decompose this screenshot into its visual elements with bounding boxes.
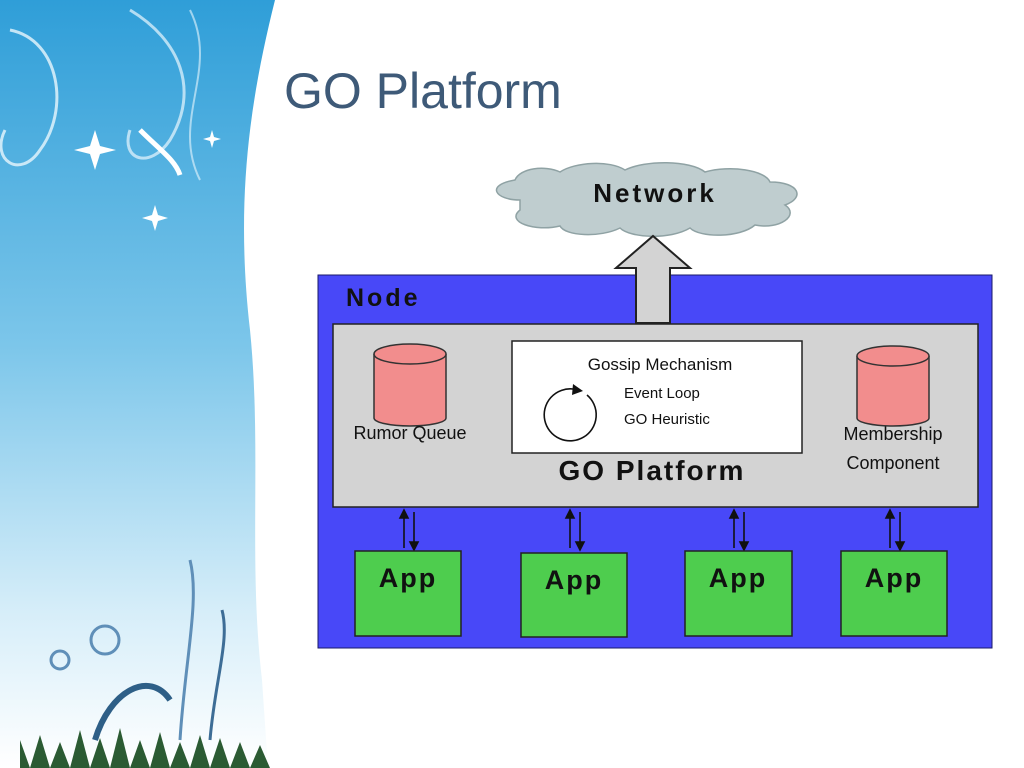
bidirectional-arrow-icon — [398, 508, 420, 552]
app-label: App — [709, 563, 767, 593]
app-label: App — [545, 565, 603, 595]
gossip-mechanism-title: Gossip Mechanism — [588, 355, 733, 374]
rumor-queue-label: Rumor Queue — [353, 423, 466, 443]
arrow-up-icon — [613, 234, 693, 324]
gossip-item-event-loop: Event Loop — [624, 385, 700, 402]
database-icon — [856, 345, 930, 427]
slide-title: GO Platform — [284, 63, 562, 119]
app-label: App — [865, 563, 923, 593]
app-box — [354, 550, 462, 637]
app-label: App — [379, 563, 437, 593]
database-icon — [373, 343, 447, 427]
decorative-side-panel — [0, 0, 275, 768]
loop-icon — [543, 384, 597, 442]
membership-label-line2: Component — [846, 453, 939, 473]
bidirectional-arrow-icon — [884, 508, 906, 552]
gossip-item-go-heuristic: GO Heuristic — [624, 411, 710, 428]
app-box — [840, 550, 948, 637]
node-label: Node — [346, 284, 421, 312]
app-box — [684, 550, 793, 637]
platform-label: GO Platform — [559, 455, 746, 486]
app-box — [520, 552, 628, 638]
bidirectional-arrow-icon — [564, 508, 586, 552]
gossip-mechanism-box — [511, 340, 803, 454]
cloud-icon — [495, 162, 798, 237]
membership-label-line1: Membership — [843, 424, 942, 444]
network-label: Network — [593, 178, 717, 208]
bidirectional-arrow-icon — [728, 508, 750, 552]
